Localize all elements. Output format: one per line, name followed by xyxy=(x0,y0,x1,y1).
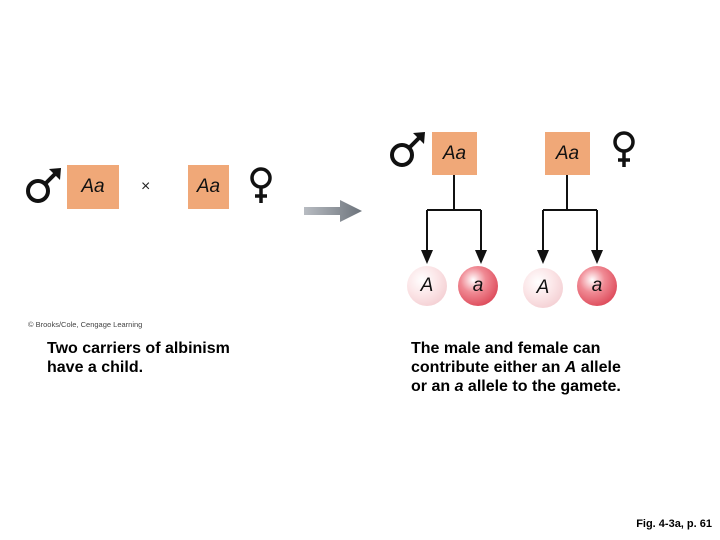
female-genotype-box-right: Aa xyxy=(545,132,590,175)
right-caption-line: contribute either an A allele xyxy=(411,358,691,377)
female-genotype-label-right: Aa xyxy=(555,142,580,164)
copyright-notice: © Brooks/Cole, Cengage Learning xyxy=(28,320,143,329)
male-genotype-label: Aa xyxy=(81,176,105,197)
left-caption: Two carriers of albinism have a child. xyxy=(47,339,287,377)
right-caption-line: The male and female can xyxy=(411,340,601,357)
male-genotype-box: Aa xyxy=(67,165,119,209)
transition-arrow-icon xyxy=(304,200,362,222)
female-genotype-label: Aa xyxy=(196,176,221,197)
right-caption-text: or an xyxy=(411,378,455,395)
female-symbol-icon xyxy=(250,167,272,203)
male-genotype-label-right: Aa xyxy=(442,142,467,164)
gamete-male-recessive: a xyxy=(458,266,498,306)
gamete-label: a xyxy=(472,275,484,296)
right-caption: The male and female can contribute eithe… xyxy=(411,339,691,396)
female-genotype-box: Aa xyxy=(188,165,229,209)
gamete-male-dominant: A xyxy=(407,266,447,306)
gamete-female-recessive: a xyxy=(577,266,617,306)
male-genotype-box-right: Aa xyxy=(432,132,477,175)
right-caption-allele-recessive: a xyxy=(454,378,464,395)
male-symbol-icon-right xyxy=(390,132,425,167)
cross-sign: × xyxy=(141,178,151,195)
left-caption-line: have a child. xyxy=(47,359,144,376)
right-caption-text: allele xyxy=(576,359,621,376)
gamete-label: A xyxy=(536,277,550,298)
right-caption-line: or an a allele to the gamete. xyxy=(411,377,691,396)
figure-reference: Fig. 4-3a, p. 61 xyxy=(636,518,712,530)
right-caption-allele-dominant: A xyxy=(564,359,577,376)
gamete-label: a xyxy=(591,275,603,296)
gamete-label: A xyxy=(420,275,434,296)
left-caption-line: Two carriers of albinism xyxy=(47,340,230,357)
right-caption-text: contribute either an xyxy=(411,359,565,376)
male-symbol-icon xyxy=(26,168,61,203)
gamete-female-dominant: A xyxy=(523,268,563,308)
female-symbol-icon-right xyxy=(613,131,635,167)
right-caption-text: allele to the gamete. xyxy=(463,378,621,395)
